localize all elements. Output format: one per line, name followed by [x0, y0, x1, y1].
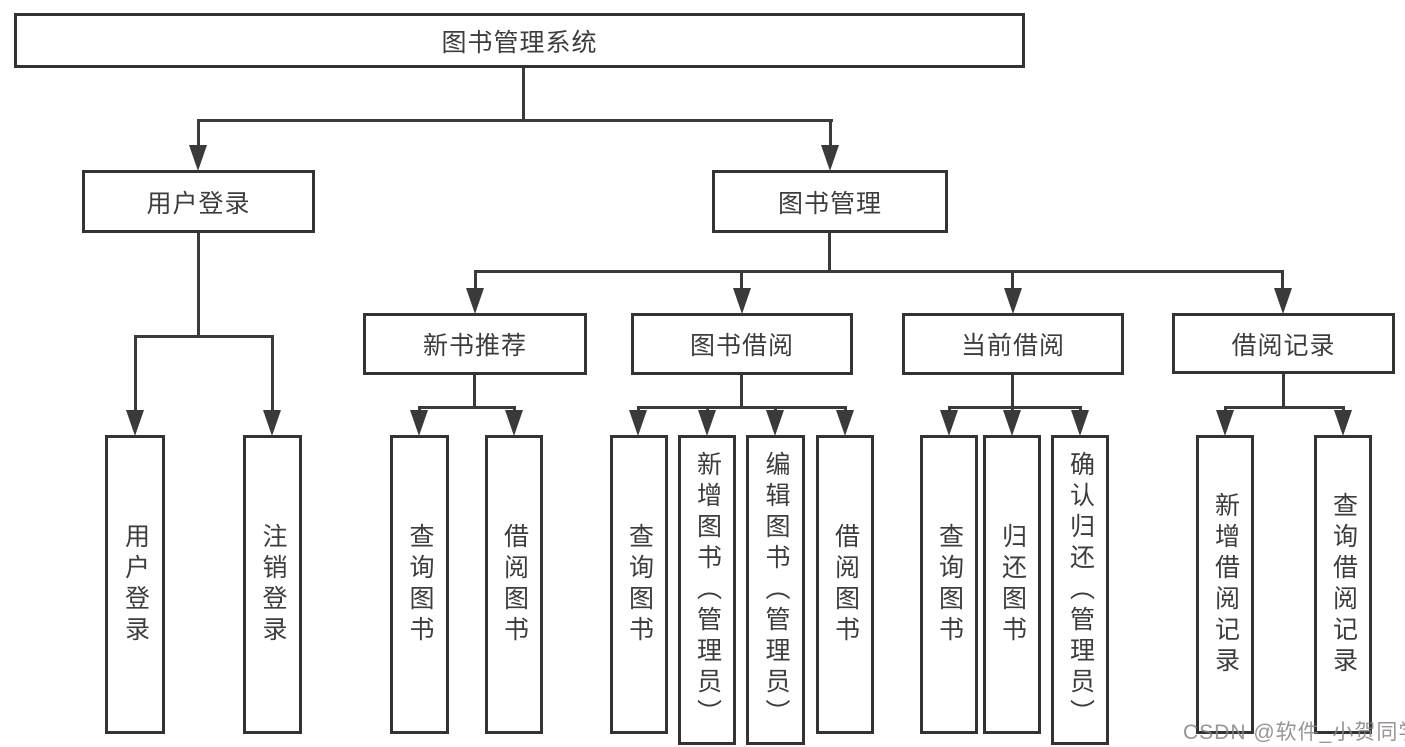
connector-line: [473, 375, 476, 408]
arrow-down-icon: [1334, 410, 1352, 436]
arrow-down-icon: [821, 145, 839, 171]
connector-line: [474, 270, 477, 290]
arrow-down-icon: [1274, 288, 1292, 314]
leaf-borrow-query-label: 查询图书: [625, 522, 654, 647]
leaf-current-query: 查询图书: [920, 435, 978, 734]
connector-line: [522, 68, 525, 121]
arrow-down-icon: [189, 145, 207, 171]
arrow-down-icon: [940, 410, 958, 436]
arrow-down-icon: [1216, 410, 1234, 436]
leaf-newbook-query-label: 查询图书: [406, 522, 434, 647]
leaf-borrow-edit-admin: 编辑图书（管理员）: [746, 435, 805, 745]
leaf-record-add-label: 新增借阅记录: [1211, 491, 1240, 678]
leaf-record-query-label: 查询借阅记录: [1329, 491, 1358, 678]
leaf-newbook-borrow-label: 借阅图书: [500, 522, 529, 647]
node-borrow-records: 借阅记录: [1172, 313, 1395, 374]
leaf-borrow-add-admin-label: 新增图书（管理员）: [693, 450, 722, 730]
connector-line: [637, 406, 847, 409]
leaf-record-add: 新增借阅记录: [1196, 435, 1254, 734]
connector-line: [418, 406, 516, 409]
connector-line: [829, 119, 832, 147]
leaf-logout-label: 注销登录: [259, 522, 287, 647]
connector-line: [740, 270, 743, 290]
arrow-down-icon: [1003, 410, 1021, 436]
leaf-borrow-edit-admin-label: 编辑图书（管理员）: [762, 450, 790, 730]
node-book-management-label: 图书管理: [777, 189, 882, 218]
leaf-borrow-query: 查询图书: [610, 435, 668, 734]
node-user-login-label: 用户登录: [146, 189, 251, 218]
arrow-down-icon: [698, 410, 716, 436]
arrow-down-icon: [1004, 288, 1022, 314]
arrow-down-icon: [410, 410, 428, 436]
arrow-down-icon: [466, 288, 484, 314]
leaf-borrow-borrow: 借阅图书: [816, 435, 874, 734]
node-root: 图书管理系统: [14, 13, 1025, 68]
arrow-down-icon: [629, 410, 647, 436]
arrow-down-icon: [1071, 410, 1089, 436]
leaf-logout: 注销登录: [243, 435, 302, 734]
arrow-down-icon: [263, 410, 281, 436]
leaf-borrow-borrow-label: 借阅图书: [831, 522, 860, 647]
node-current-borrowing: 当前借阅: [902, 313, 1124, 375]
connector-line: [134, 335, 137, 412]
csdn-watermark: CSDN @软件_小贺同学: [1183, 721, 1405, 744]
leaf-newbook-borrow: 借阅图书: [485, 435, 543, 734]
leaf-record-query: 查询借阅记录: [1314, 435, 1372, 734]
connector-line: [271, 335, 274, 412]
connector-line: [1281, 270, 1284, 290]
connector-line: [1282, 374, 1285, 408]
leaf-user-login-label: 用户登录: [121, 522, 150, 647]
node-user-login: 用户登录: [82, 170, 315, 233]
node-borrow-records-label: 借阅记录: [1231, 331, 1336, 360]
leaf-current-query-label: 查询图书: [935, 522, 964, 647]
connector-line: [197, 233, 200, 337]
arrow-down-icon: [836, 410, 854, 436]
connector-line: [474, 270, 1284, 273]
connector-line: [740, 375, 743, 408]
node-book-borrowing-label: 图书借阅: [689, 332, 794, 360]
connector-line: [948, 406, 1082, 409]
connector-line: [1011, 375, 1014, 408]
leaf-current-confirm-admin-label: 确认归还（管理员）: [1066, 450, 1095, 730]
leaf-borrow-add-admin: 新增图书（管理员）: [678, 435, 736, 745]
node-current-borrowing-label: 当前借阅: [960, 332, 1065, 360]
connector-line: [197, 119, 200, 147]
connector-line: [1011, 270, 1014, 290]
node-root-label: 图书管理系统: [441, 28, 598, 57]
arrow-down-icon: [505, 410, 523, 436]
leaf-user-login: 用户登录: [105, 435, 165, 734]
node-book-borrowing: 图书借阅: [631, 313, 853, 375]
leaf-newbook-query: 查询图书: [390, 435, 449, 734]
leaf-current-return-label: 归还图书: [998, 522, 1027, 647]
arrow-down-icon: [766, 410, 784, 436]
arrow-down-icon: [126, 410, 144, 436]
connector-line: [134, 335, 274, 338]
connector-line: [828, 233, 831, 272]
connector-line: [1224, 406, 1344, 409]
arrow-down-icon: [733, 288, 751, 314]
connector-line: [197, 119, 833, 122]
node-new-book-recommend: 新书推荐: [363, 313, 587, 375]
leaf-current-confirm-admin: 确认归还（管理员）: [1051, 435, 1109, 745]
leaf-current-return: 归还图书: [983, 435, 1041, 734]
node-book-management: 图书管理: [712, 170, 948, 233]
node-new-book-recommend-label: 新书推荐: [422, 332, 527, 360]
